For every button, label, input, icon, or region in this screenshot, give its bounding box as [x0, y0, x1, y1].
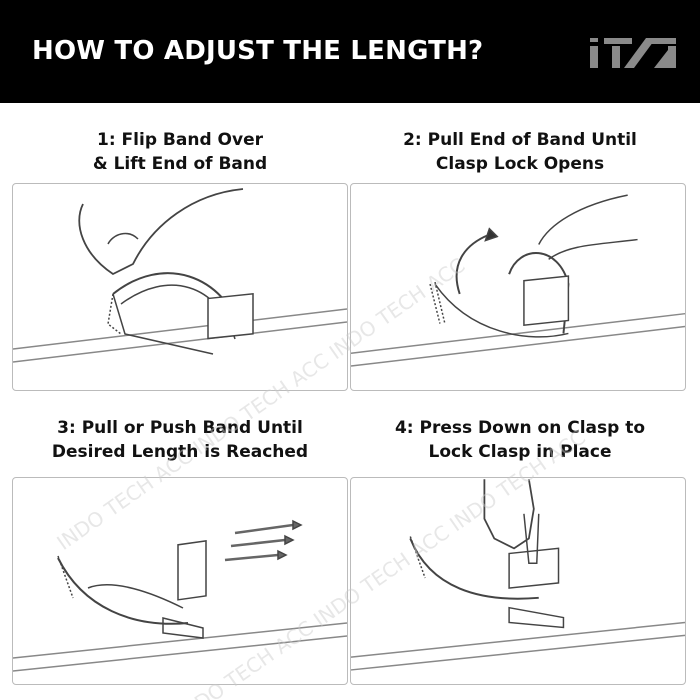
page-title: HOW TO ADJUST THE LENGTH?: [32, 36, 484, 66]
step-3-line2: Desired Length is Reached: [51, 442, 309, 462]
step-4-title: 4: Press Down on Clasp to Lock Clasp in …: [350, 416, 690, 464]
step-2-line1: 2: Pull End of Band Until: [403, 130, 637, 150]
step-2-line2: Clasp Lock Opens: [435, 154, 605, 174]
step-4-illustration: [350, 477, 686, 685]
step-1-line1: 1: Flip Band Over: [97, 130, 263, 150]
header-banner: HOW TO ADJUST THE LENGTH?: [0, 0, 700, 103]
step-3-illustration: [12, 477, 348, 685]
step-2-illustration: [350, 183, 686, 391]
step-1-title: 1: Flip Band Over & Lift End of Band: [10, 128, 350, 176]
step-4-line1: 4: Press Down on Clasp to: [394, 418, 646, 438]
step-3-title: 3: Pull or Push Band Until Desired Lengt…: [10, 416, 350, 464]
brand-logo: [590, 38, 676, 68]
step-1-line2: & Lift End of Band: [92, 154, 268, 174]
step-1-illustration: [12, 183, 348, 391]
step-2-title: 2: Pull End of Band Until Clasp Lock Ope…: [350, 128, 690, 176]
step-3-line1: 3: Pull or Push Band Until: [57, 418, 303, 438]
step-4-line2: Lock Clasp in Place: [428, 442, 612, 462]
